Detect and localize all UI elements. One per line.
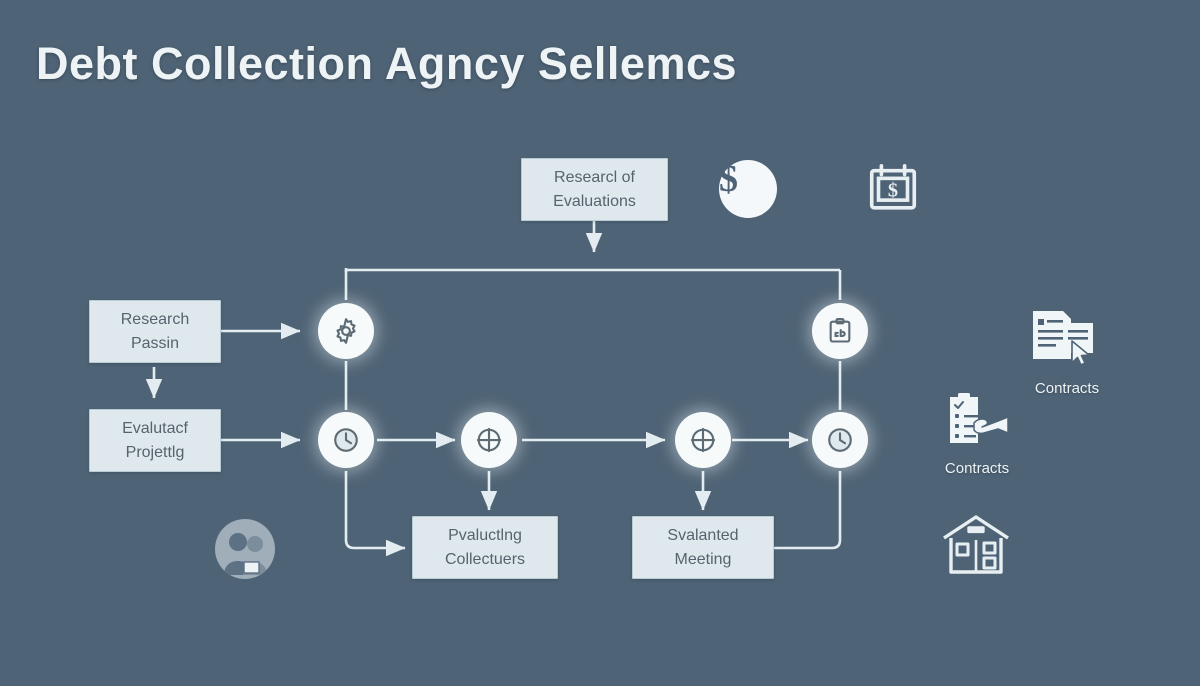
node-clock-right[interactable] bbox=[812, 412, 868, 468]
box-line-1: Research bbox=[120, 311, 190, 329]
box-evalutacf-projettlg[interactable]: Evalutacf Projettlg bbox=[89, 409, 221, 472]
house-icon bbox=[940, 512, 1012, 583]
decoration-calendar-dollar: $ bbox=[864, 160, 922, 223]
decoration-label: Contracts bbox=[944, 460, 1010, 477]
documents-cursor-icon bbox=[1027, 305, 1107, 372]
clock-icon bbox=[331, 425, 361, 455]
box-line-2: Evaluations bbox=[553, 192, 636, 210]
crosshair-icon bbox=[474, 425, 504, 455]
node-clipboard[interactable] bbox=[812, 303, 868, 359]
node-target-one[interactable] bbox=[461, 412, 517, 468]
clipboard-hand-icon bbox=[940, 393, 1014, 452]
clipboard-icon bbox=[826, 317, 854, 345]
svg-text:$: $ bbox=[888, 179, 898, 201]
wire-top-bracket bbox=[344, 268, 842, 300]
decoration-label: Contracts bbox=[1034, 380, 1100, 397]
gear-icon bbox=[331, 316, 361, 346]
decoration-contracts-clipboard: Contracts bbox=[940, 393, 1014, 477]
two-people-icon bbox=[215, 519, 275, 579]
decoration-contracts-documents: Contracts bbox=[1027, 305, 1107, 397]
page-title: Debt Collection Agncy Sellemcs bbox=[36, 38, 738, 89]
box-line-2: Collectuers bbox=[444, 550, 526, 568]
box-research-of-evaluations[interactable]: Researcl of Evaluations bbox=[521, 158, 668, 221]
wire-clockright-wrap bbox=[771, 471, 842, 550]
decoration-collectors-people bbox=[215, 519, 275, 579]
dollar-coin-icon: $ bbox=[719, 160, 777, 218]
box-line-1: Evalutacf bbox=[122, 420, 188, 438]
clock-icon bbox=[825, 425, 855, 455]
node-target-two[interactable] bbox=[675, 412, 731, 468]
box-pvaluctlng-collectuers[interactable]: Pvaluctlng Collectuers bbox=[412, 516, 558, 579]
box-line-1: Pvaluctlng bbox=[448, 527, 522, 545]
box-line-1: Svalanted bbox=[667, 527, 739, 545]
box-research-passin[interactable]: Research Passin bbox=[89, 300, 221, 363]
box-line-2: Passin bbox=[130, 334, 180, 352]
decoration-dollar-coin: $ bbox=[719, 160, 777, 218]
box-svalanted-meeting[interactable]: Svalanted Meeting bbox=[632, 516, 774, 579]
decoration-house-building bbox=[940, 512, 1012, 583]
crosshair-icon bbox=[688, 425, 718, 455]
box-line-2: Meeting bbox=[674, 550, 732, 568]
node-clock-left[interactable] bbox=[318, 412, 374, 468]
box-line-1: Researcl of bbox=[554, 169, 635, 187]
wire-clock-wrap-left bbox=[344, 471, 406, 557]
calendar-dollar-icon: $ bbox=[864, 160, 922, 223]
box-line-2: Projettlg bbox=[125, 443, 185, 461]
node-gear[interactable] bbox=[318, 303, 374, 359]
